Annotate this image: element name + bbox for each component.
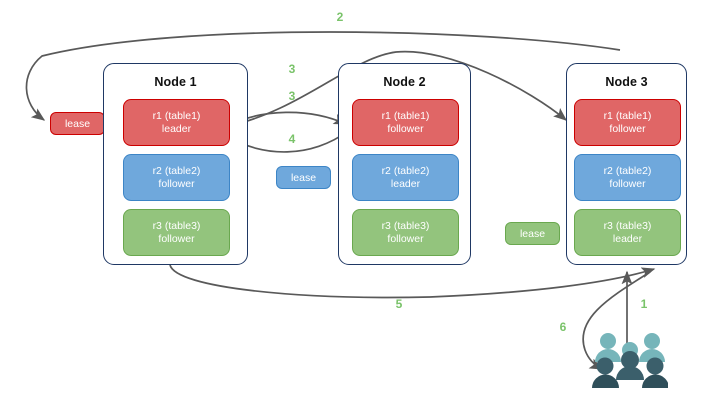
node-container-3[interactable]: Node 3 r1 (table1) follower r2 (table2) …: [566, 63, 687, 265]
replica-name: r3 (table3): [152, 219, 201, 232]
replica-role: leader: [161, 122, 192, 135]
step-label-3a: 3: [288, 62, 296, 76]
replica-role: follower: [158, 232, 195, 245]
replica-name: r1 (table1): [152, 109, 201, 122]
replica-name: r3 (table3): [381, 219, 430, 232]
lease-box-green[interactable]: lease: [505, 222, 560, 245]
replica-r1-node3[interactable]: r1 (table1) follower: [574, 99, 681, 146]
replica-role: follower: [387, 232, 424, 245]
lease-label: lease: [64, 117, 91, 130]
replica-r3-node3[interactable]: r3 (table3) leader: [574, 209, 681, 256]
node-title: Node 1: [154, 75, 197, 89]
replica-r2-node1[interactable]: r2 (table2) follower: [123, 154, 230, 201]
lease-box-red[interactable]: lease: [50, 112, 105, 135]
lease-box-blue[interactable]: lease: [276, 166, 331, 189]
step-label-3b: 3: [288, 89, 296, 103]
replica-role: follower: [609, 177, 646, 190]
replica-r3-node1[interactable]: r3 (table3) follower: [123, 209, 230, 256]
replica-role: follower: [609, 122, 646, 135]
node-container-1[interactable]: Node 1 r1 (table1) leader r2 (table2) fo…: [103, 63, 248, 265]
step-label-4: 4: [288, 132, 296, 146]
replica-role: follower: [158, 177, 195, 190]
arrow-step-5: [169, 264, 656, 299]
replica-r2-node3[interactable]: r2 (table2) follower: [574, 154, 681, 201]
replica-r1-node1[interactable]: r1 (table1) leader: [123, 99, 230, 146]
node-container-2[interactable]: Node 2 r1 (table1) follower r2 (table2) …: [338, 63, 471, 265]
replica-role: leader: [612, 232, 643, 245]
replica-name: r2 (table2): [603, 164, 652, 177]
lease-label: lease: [519, 227, 546, 240]
step-label-5: 5: [395, 297, 403, 311]
replica-name: r1 (table1): [381, 109, 430, 122]
node-title: Node 2: [383, 75, 426, 89]
replica-r1-node2[interactable]: r1 (table1) follower: [352, 99, 459, 146]
replica-name: r2 (table2): [381, 164, 430, 177]
lease-label: lease: [290, 171, 317, 184]
replica-r3-node2[interactable]: r3 (table3) follower: [352, 209, 459, 256]
step-label-1: 1: [640, 297, 648, 311]
replica-role: leader: [390, 177, 421, 190]
node-title: Node 3: [605, 75, 648, 89]
step-label-2: 2: [336, 10, 344, 24]
replica-r2-node2[interactable]: r2 (table2) leader: [352, 154, 459, 201]
people-group-icon: [592, 333, 668, 388]
replica-name: r3 (table3): [603, 219, 652, 232]
replica-name: r2 (table2): [152, 164, 201, 177]
step-label-6: 6: [559, 320, 567, 334]
replica-name: r1 (table1): [603, 109, 652, 122]
replica-role: follower: [387, 122, 424, 135]
